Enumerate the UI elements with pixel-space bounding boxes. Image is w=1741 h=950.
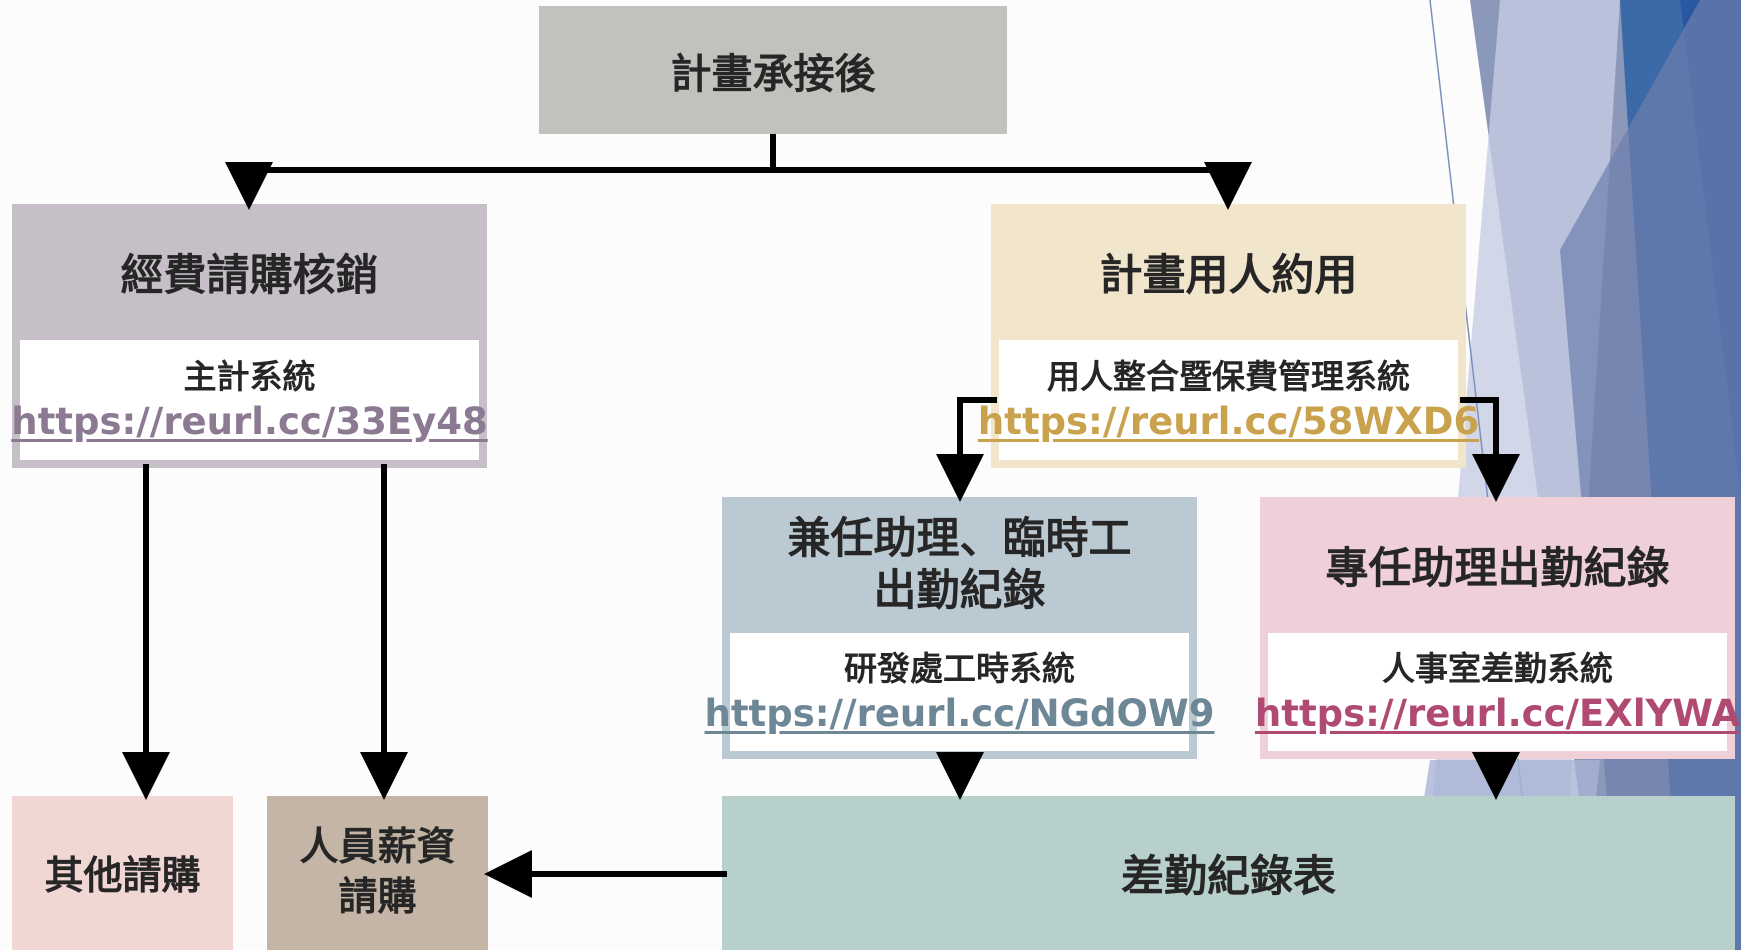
system-link[interactable]: https://reurl.cc/58WXD6 (977, 400, 1480, 443)
system-name: 人事室差勤系統 (1382, 649, 1613, 688)
node-title: 專任助理出勤紀錄 (1325, 544, 1670, 594)
system-link[interactable]: https://reurl.cc/33Ey48 (11, 400, 488, 443)
system-panel: 研發處工時系統 https://reurl.cc/NGdOW9 (705, 633, 1214, 751)
node-title-line-1: 兼任助理、臨時工 (787, 514, 1132, 564)
system-panel: 主計系統 https://reurl.cc/33Ey48 (11, 340, 488, 460)
node-title: 計畫承接後 (670, 50, 876, 98)
system-panel: 人事室差勤系統 https://reurl.cc/EXlYWA (1255, 633, 1740, 751)
node-other-purchase: 其他請購 (12, 796, 233, 950)
node-title-line-1: 人員薪資 (299, 825, 456, 870)
node-fulltime-attendance: 專任助理出勤紀錄 人事室差勤系統 https://reurl.cc/EXlYWA (1255, 497, 1740, 759)
node-title: 人員薪資 請購 (267, 796, 488, 950)
node-salary-purchase: 人員薪資 請購 (267, 796, 488, 950)
node-staffing: 計畫用人約用 用人整合暨保費管理系統 https://reurl.cc/58WX… (978, 204, 1479, 468)
node-project-start: 計畫承接後 (539, 6, 1007, 134)
system-name: 用人整合暨保費管理系統 (1047, 357, 1410, 396)
system-link[interactable]: https://reurl.cc/NGdOW9 (704, 692, 1215, 735)
node-title: 其他請購 (44, 854, 201, 899)
node-title-line-2: 出勤紀錄 (873, 566, 1046, 616)
node-title: 計畫用人約用 (1099, 251, 1358, 301)
node-funding: 經費請購核銷 主計系統 https://reurl.cc/33Ey48 (11, 204, 488, 468)
node-attendance-sheet: 差勤紀錄表 (722, 796, 1735, 950)
node-title: 差勤紀錄表 (1121, 852, 1336, 902)
node-title: 經費請購核銷 (120, 251, 379, 301)
system-link[interactable]: https://reurl.cc/EXlYWA (1254, 692, 1741, 735)
node-parttime-attendance: 兼任助理、臨時工 出勤紀錄 研發處工時系統 https://reurl.cc/N… (705, 497, 1214, 759)
system-name: 研發處工時系統 (844, 649, 1075, 688)
node-title: 兼任助理、臨時工 出勤紀錄 (722, 497, 1197, 633)
system-name: 主計系統 (183, 357, 316, 396)
node-title-line-2: 請購 (338, 875, 417, 920)
system-panel: 用人整合暨保費管理系統 https://reurl.cc/58WXD6 (978, 340, 1479, 460)
